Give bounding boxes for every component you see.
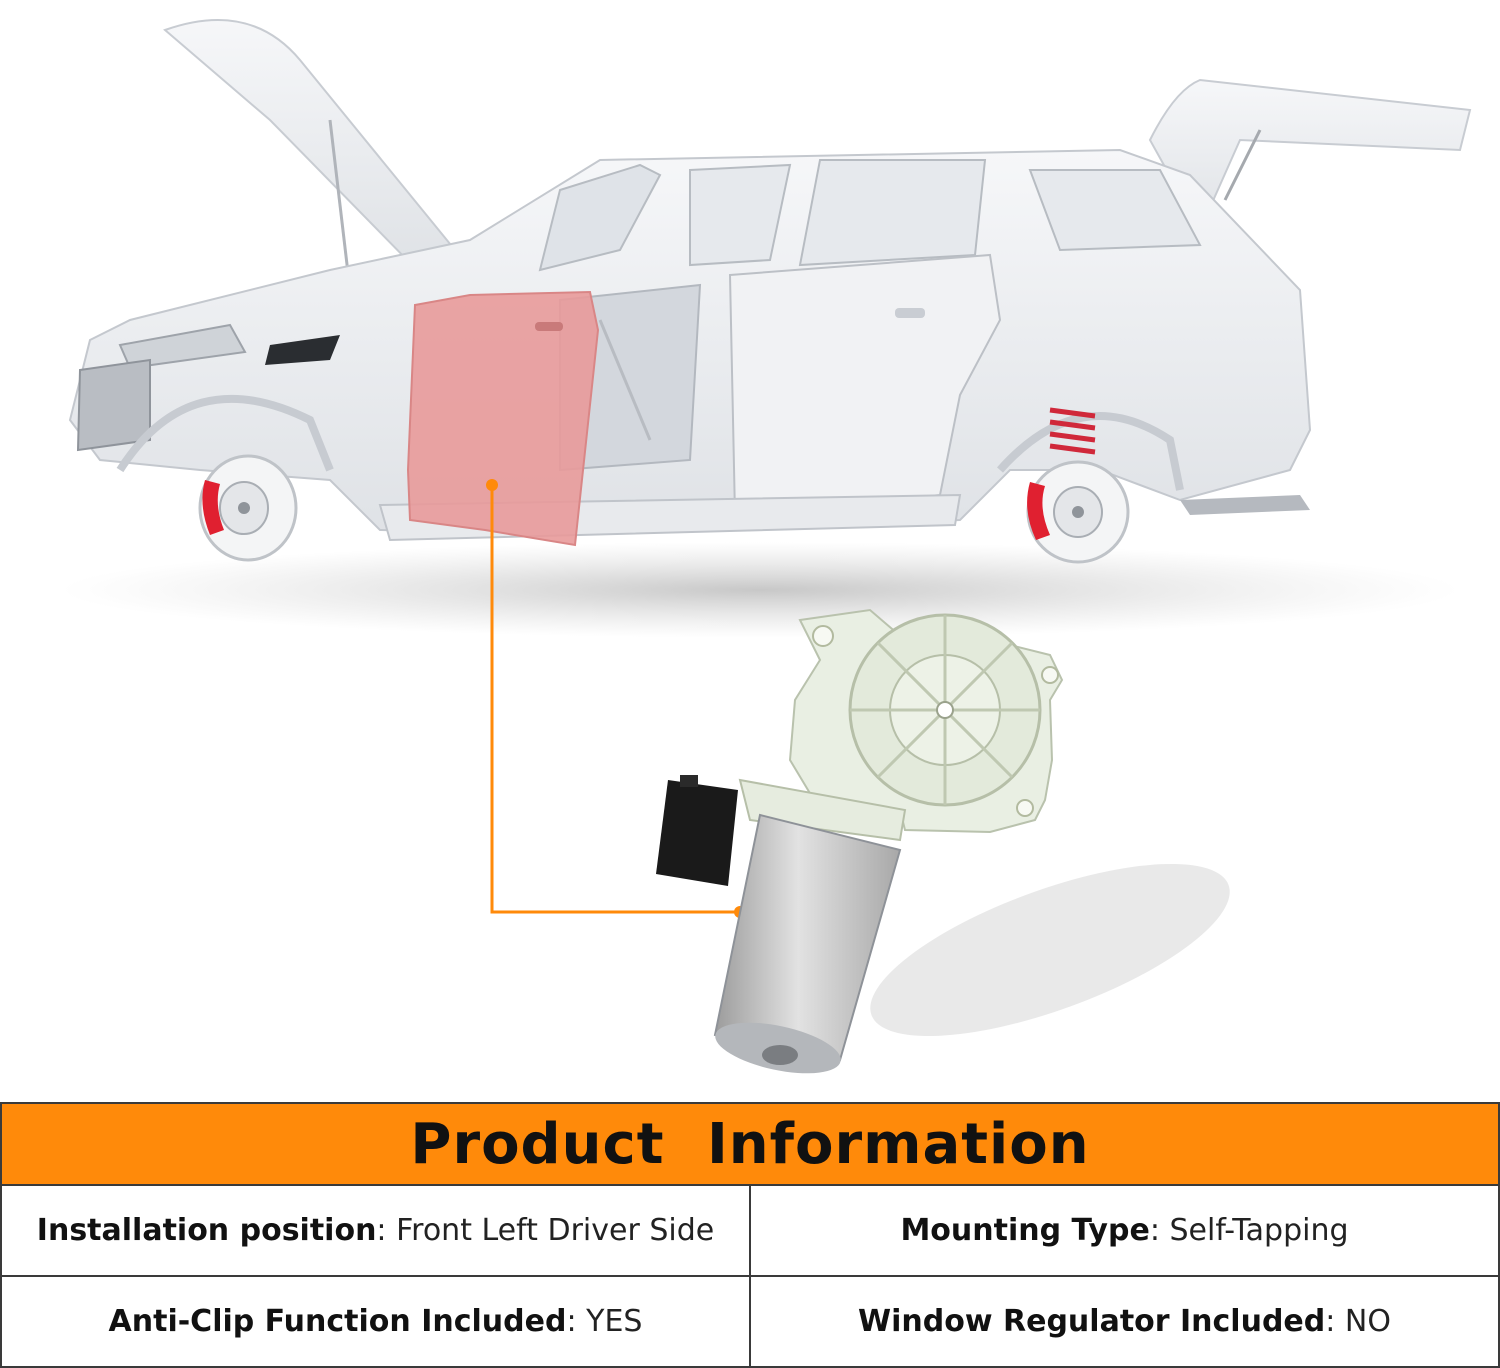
spec-value: NO	[1344, 1304, 1391, 1339]
spec-window-regulator: Window Regulator Included: NO	[749, 1277, 1498, 1366]
info-header-title: Product Information	[410, 1111, 1090, 1177]
rear-wheel	[997, 407, 1184, 564]
spec-value: Front Left Driver Side	[396, 1213, 715, 1248]
spec-separator: :	[1149, 1213, 1170, 1248]
spec-installation-position: Installation position: Front Left Driver…	[2, 1186, 749, 1275]
car-body-illustration	[68, 19, 1472, 564]
spec-anti-clip: Anti-Clip Function Included: YES	[2, 1277, 749, 1366]
info-row: Installation position: Front Left Driver…	[2, 1186, 1498, 1277]
spec-label: Window Regulator Included	[858, 1304, 1326, 1339]
spec-value: YES	[586, 1304, 643, 1339]
highlighted-door	[406, 290, 600, 547]
spec-mounting-type: Mounting Type: Self-Tapping	[749, 1186, 1498, 1275]
product-illustration	[60, 19, 1472, 1074]
spec-separator: :	[566, 1304, 587, 1339]
spec-separator: :	[376, 1213, 397, 1248]
spec-label: Mounting Type	[900, 1213, 1150, 1248]
info-row: Anti-Clip Function Included: YES Window …	[2, 1277, 1498, 1366]
car-shadow	[60, 542, 1460, 638]
info-header: Product Information	[2, 1104, 1498, 1186]
spec-label: Installation position	[36, 1213, 377, 1248]
spec-value: Self-Tapping	[1169, 1213, 1349, 1248]
product-information-table: Product Information Installation positio…	[0, 1102, 1500, 1368]
window-motor-illustration	[656, 608, 1064, 1074]
spec-label: Anti-Clip Function Included	[108, 1304, 567, 1339]
spec-separator: :	[1325, 1304, 1345, 1339]
front-wheel	[116, 394, 334, 562]
